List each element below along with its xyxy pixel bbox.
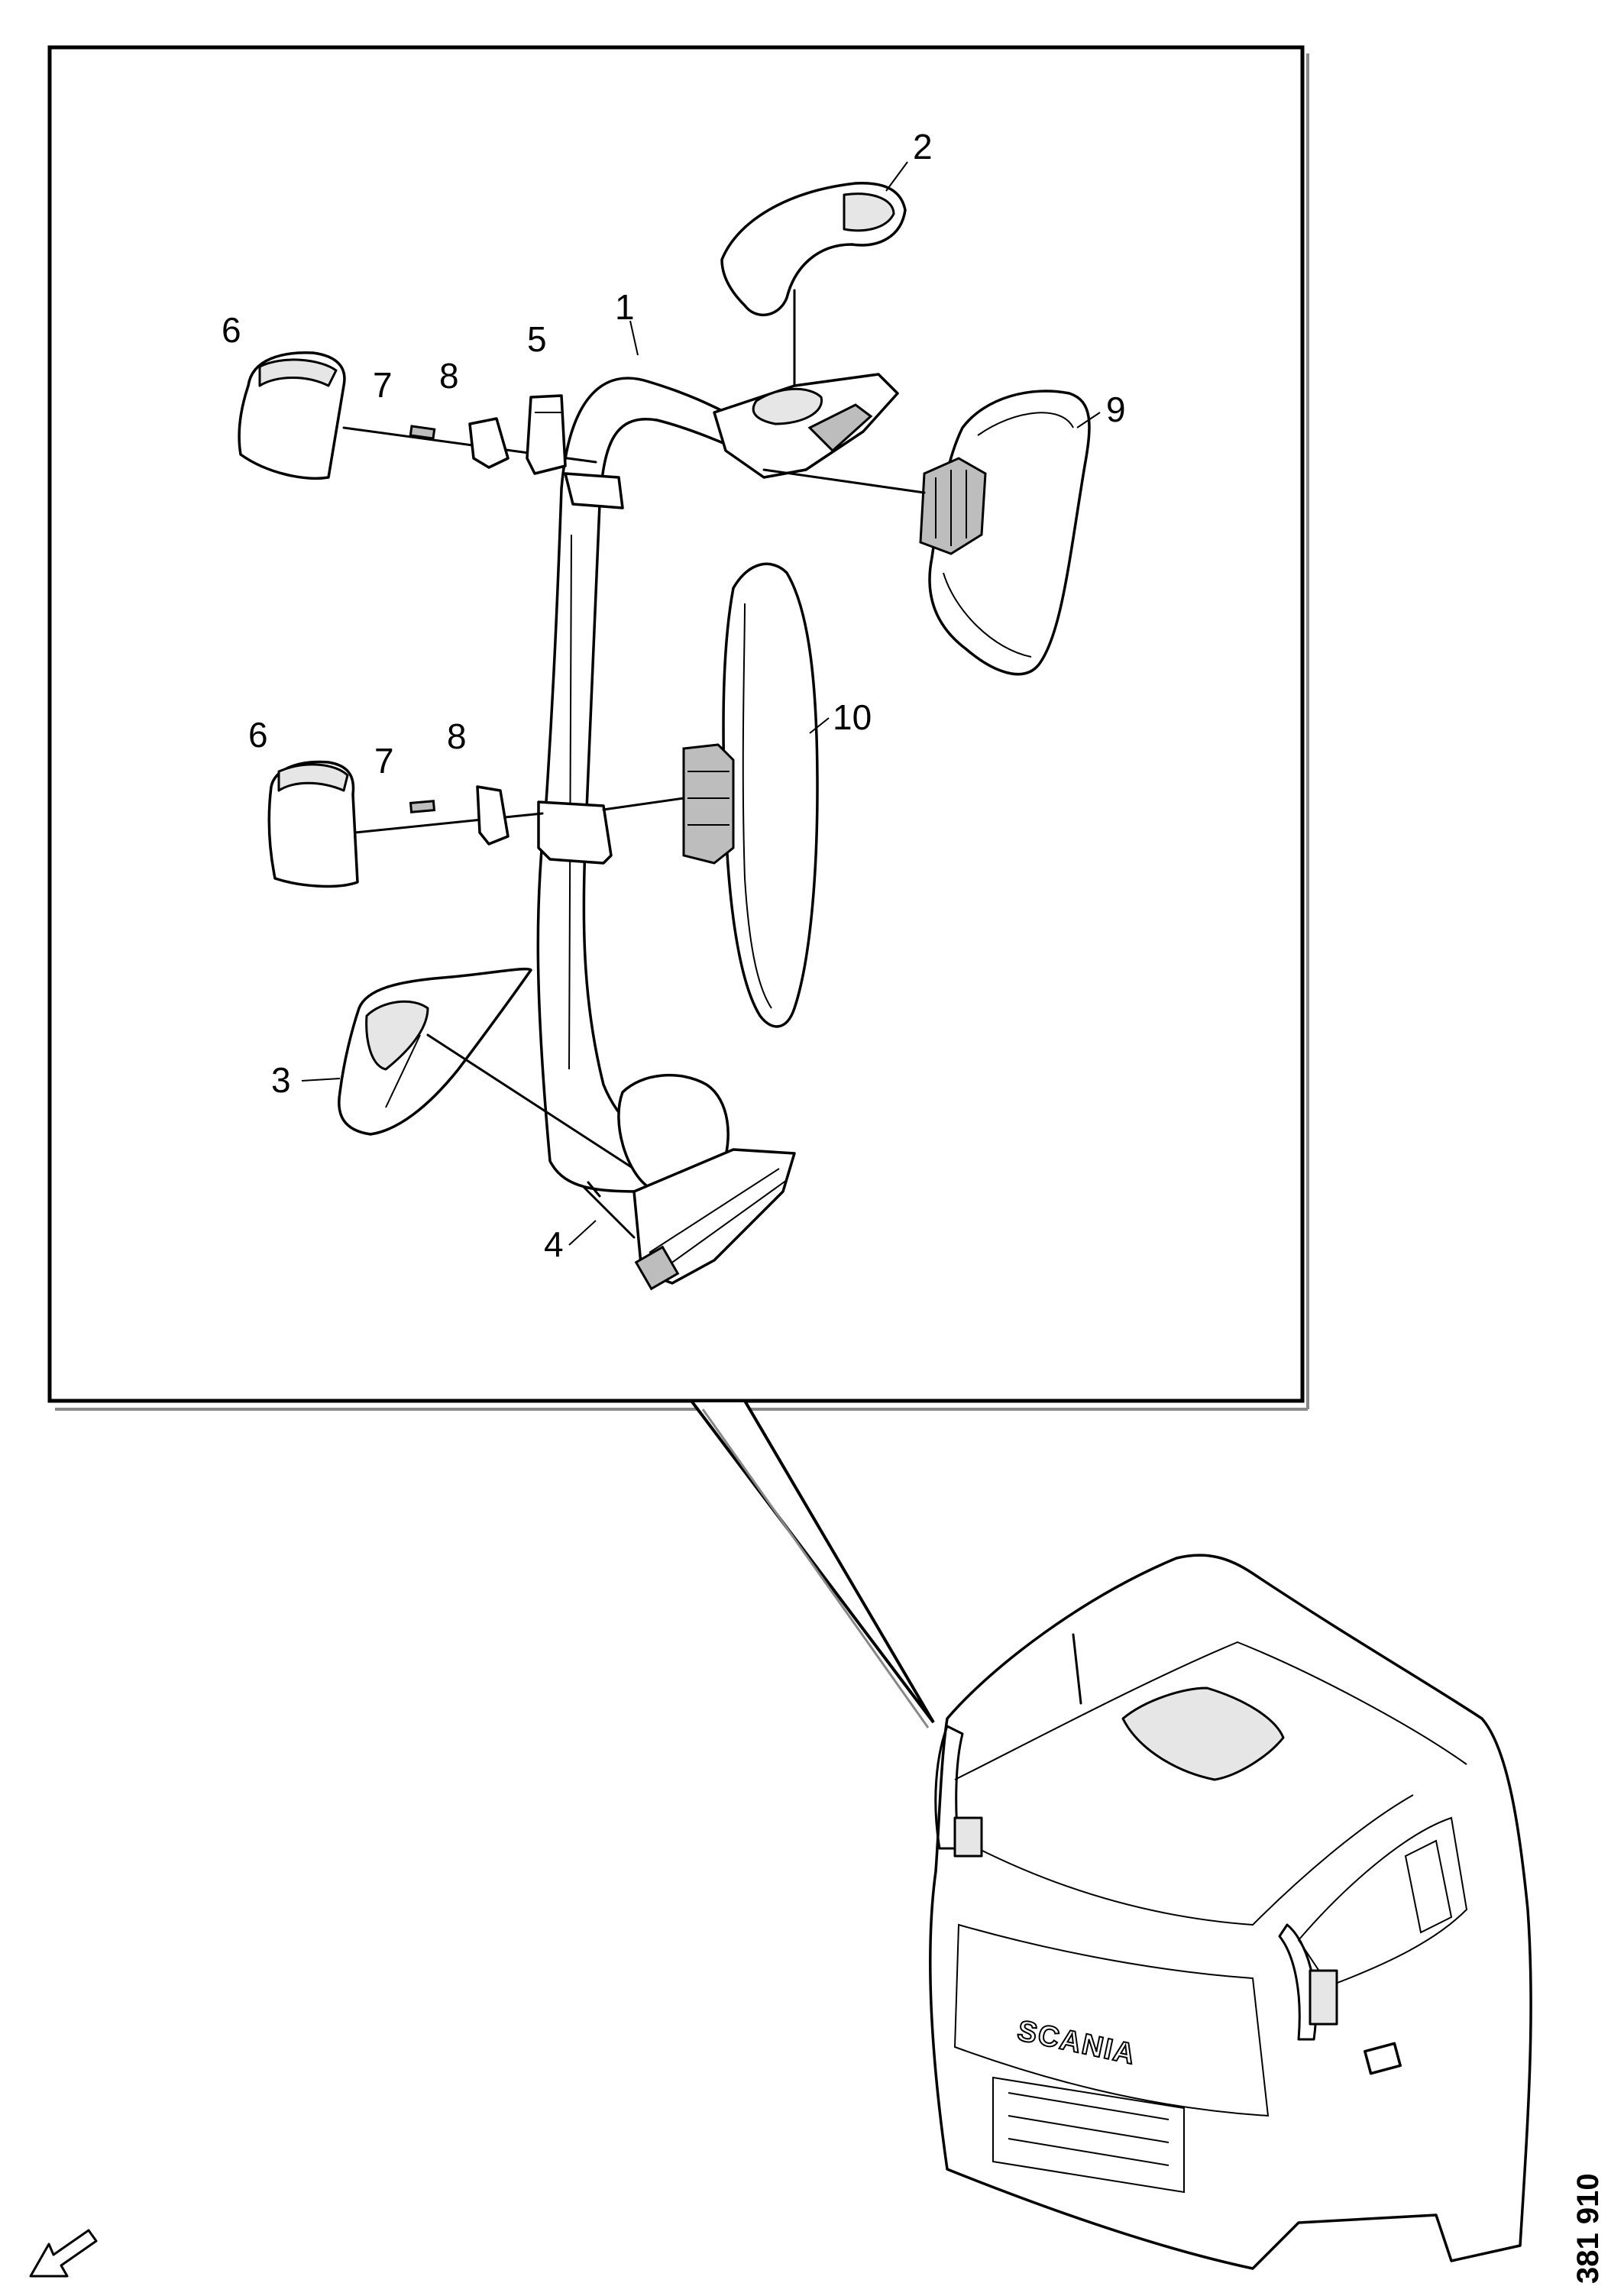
truck-cab: SCANIA [929, 1554, 1532, 2270]
arm-clamp-lower [537, 797, 685, 865]
callout-9: 9 [1106, 390, 1126, 429]
detail-frame [47, 45, 1309, 1411]
detail-pointer [687, 1399, 935, 1728]
part-6-lower-cap [267, 760, 359, 888]
callout-6-upper: 6 [222, 310, 241, 350]
part-6-upper-cap [238, 351, 346, 480]
callout-1: 1 [615, 287, 635, 327]
callout-5: 5 [527, 319, 547, 359]
callout-7-upper: 7 [373, 365, 393, 405]
arrow-down-left-icon [29, 2229, 98, 2278]
arm-base-mount [617, 1073, 796, 1291]
arm-clamp-upper [564, 472, 624, 509]
part-10-lower-mirror [682, 562, 819, 1028]
callout-8-upper: 8 [439, 356, 459, 396]
callout-4: 4 [544, 1224, 564, 1264]
part-4-bolt [583, 1181, 636, 1239]
callout-10: 10 [833, 697, 872, 737]
cab-mirror-left [934, 1725, 983, 1858]
part-3-lower-cover [338, 967, 647, 1178]
mirror-arm [536, 377, 758, 1193]
callout-2: 2 [913, 127, 933, 167]
callout-3: 3 [271, 1060, 291, 1100]
callout-6-lower: 6 [248, 715, 268, 755]
callout-8-lower: 8 [447, 716, 467, 756]
callout-7-lower: 7 [374, 741, 394, 781]
reference-number: 381 910 [1571, 2173, 1605, 2284]
part-9-main-mirror [762, 390, 1091, 676]
callout-labels: 2 1 6 5 7 8 9 10 6 7 8 3 4 [222, 127, 1126, 1264]
upper-hardware [342, 394, 597, 475]
cab-mirror-right [1278, 1923, 1338, 2041]
leader-lines [301, 161, 1101, 1246]
part-2-upper-cover [720, 182, 907, 387]
upper-mount-bracket [713, 373, 899, 479]
lower-hardware [354, 785, 544, 846]
